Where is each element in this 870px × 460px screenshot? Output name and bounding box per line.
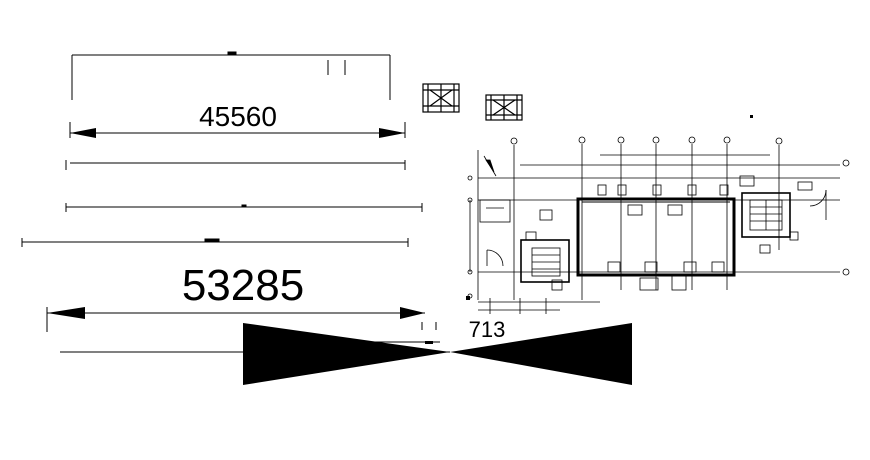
arrowhead-icon: [47, 307, 85, 319]
arrowhead-icon: [379, 128, 405, 138]
railing-detail-icon: [485, 94, 523, 121]
dimension-text-713: 713: [469, 317, 506, 342]
railing-detail-icon: [422, 83, 460, 113]
arrowhead-icon: [70, 128, 96, 138]
arrowhead-icon: [400, 307, 425, 319]
floor-plan: [467, 136, 850, 314]
annotation-marks: [466, 115, 753, 300]
dimension-line-53285: 53285: [46, 261, 425, 332]
stair-icon: [741, 192, 791, 238]
dimension-line-713: 713: [60, 317, 632, 385]
dimension-text-45560: 45560: [199, 101, 277, 132]
stair-icon: [520, 239, 570, 283]
reference-lines: [21, 160, 423, 247]
dimension-text-53285: 53285: [182, 261, 304, 310]
arrowhead-icon: [243, 323, 450, 385]
arrowhead-icon: [450, 323, 632, 385]
top-dimension-bracket: [71, 51, 391, 100]
dimension-line-45560: 45560: [69, 101, 406, 138]
